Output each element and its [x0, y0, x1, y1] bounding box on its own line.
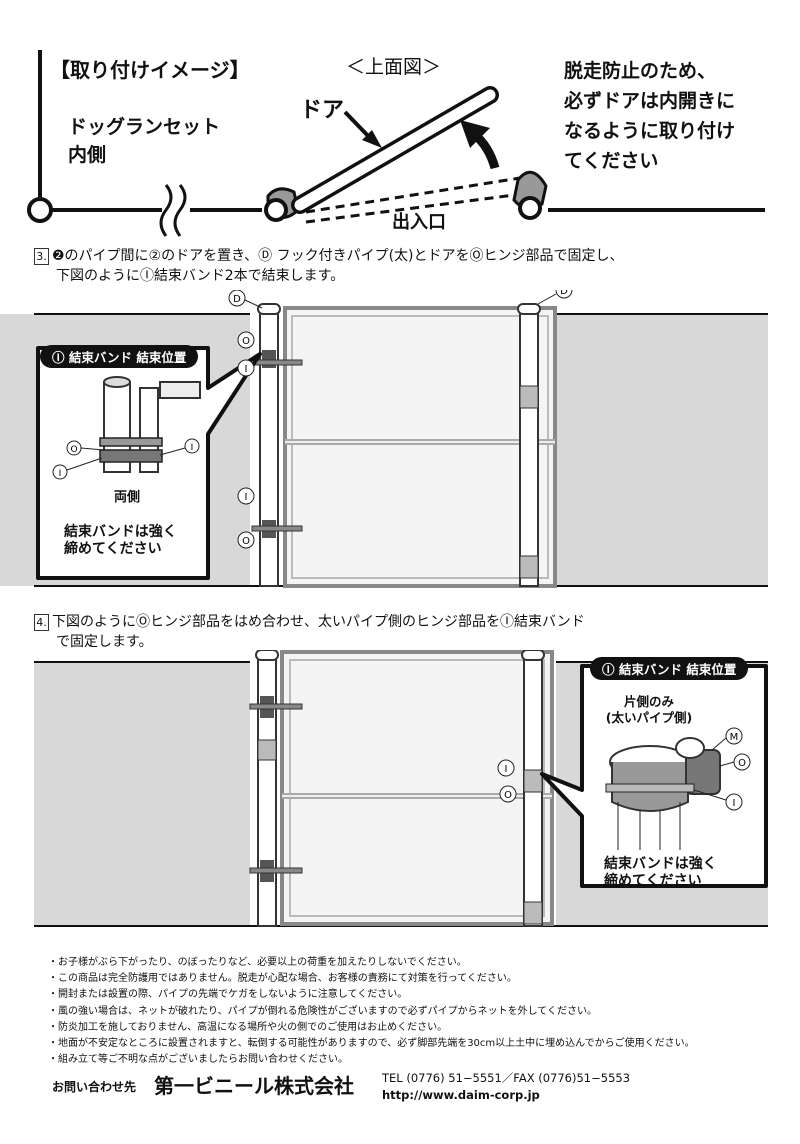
safety-notes: ・お子様がぶら下がったり、のぼったりなど、必要以上の荷重を加えたりしないでくださ… [48, 955, 788, 1068]
step4-tighten: 結束バンドは強く 締めてください [604, 856, 717, 890]
label-d-left: D [233, 294, 241, 305]
warning-line: てください [564, 150, 659, 172]
step3-instruction: 3.❷のパイプ間に②のドアを置き、Ⓓ フック付きパイプ(太)とドアをⓄヒンジ部品… [34, 246, 794, 286]
callout-label-i-left: I [59, 469, 62, 479]
company-name: 第一ビニール株式会社 [154, 1074, 354, 1098]
note-item: ・防炎加工を施しておりません、高温になる場所や火の側でのご使用はお止めください。 [48, 1021, 448, 1033]
warning-line: 必ずドアは内開きに [564, 90, 736, 112]
pipe-label-o: O [504, 790, 512, 801]
step4-instruction: 4.下図のようにⓄヒンジ部品をはめ合わせ、太いパイプ側のヒンジ部品をⒾ結束バンド… [34, 612, 794, 652]
step3-callout-title: Ⓘ 結束バンド 結束位置 [40, 345, 199, 368]
note-item: ・地面が不安定なところに設置されますと、転倒する可能性がありますので、必ず脚部先… [48, 1038, 695, 1050]
step3-tighten-line2: 締めてください [64, 541, 162, 557]
page-title: 【取り付けイメージ】 [50, 58, 250, 82]
note-item: ・お子様がぶら下がったり、のぼったりなど、必要以上の荷重を加えたりしないでくださ… [48, 957, 467, 968]
inside-label-2: 内側 [68, 144, 107, 166]
step3-line1: ❷のパイプ間に②のドアを置き、Ⓓ フック付きパイプ(太)とドアをⓄヒンジ部品で固… [52, 248, 624, 264]
callout-label-m: M [730, 732, 739, 743]
door-label: ドア [300, 98, 345, 123]
note-item: ・この商品は完全防護用ではありません。脱走が心配な場合、お客様の責務にて対策を行… [48, 973, 517, 985]
step4-line1: 下図のようにⓄヒンジ部品をはめ合わせ、太いパイプ側のヒンジ部品をⒾ結束バンド [52, 614, 585, 630]
step3-line2: 下図のようにⒾ結束バンド2本で結束します。 [56, 268, 345, 284]
pipe-label-i: I [505, 764, 508, 775]
warning-line: 脱走防止のため、 [564, 60, 717, 82]
entrance-label: 出入口 [392, 212, 446, 233]
label-d-right: D [560, 290, 568, 297]
step3-number: 3. [34, 248, 49, 265]
pipe-label-o-bottom: O [242, 536, 250, 547]
step4-line2: で固定します。 [56, 634, 153, 650]
top-view-label: ＜上面図＞ [346, 56, 442, 78]
step3-both-sides: 両側 [114, 490, 141, 505]
callout-label-o: O [738, 758, 746, 769]
step3-tighten-line1: 結束バンドは強く [64, 524, 177, 540]
step4-callout-title: Ⓘ 結束バンド 結束位置 [590, 657, 749, 680]
pipe-label-i-top: I [245, 364, 248, 375]
note-item: ・風の強い場合は、ネットが破れたり、パイプが倒れる危険性がございますので必ずパイ… [48, 1005, 597, 1017]
warning-line: なるように取り付け [564, 120, 736, 142]
callout-label-o: O [70, 445, 77, 455]
step4-gate-diagram: I O M O I [34, 650, 768, 927]
note-item: ・開封または設置の際、パイプの先端でケガをしないように注意してください。 [48, 989, 408, 1001]
step4-one-side: 片側のみ (太いパイプ側) [594, 694, 704, 726]
contact-label: お問い合わせ先 [52, 1080, 137, 1094]
pipe-label-i-bottom: I [245, 492, 248, 503]
website-link[interactable]: http://www.daim-corp.jp [382, 1088, 540, 1102]
callout-label-i: I [733, 798, 736, 809]
note-item: ・組み立て等ご不明な点がございましたらお問い合わせください。 [48, 1054, 348, 1066]
step4-one-side-line2: (太いパイプ側) [605, 710, 693, 725]
step3-tighten: 結束バンドは強く 締めてください [64, 524, 177, 558]
step4-tighten-line1: 結束バンドは強く [604, 856, 717, 872]
top-view-diagram [27, 50, 765, 237]
callout-label-i-right: I [191, 443, 194, 453]
warning-text: 脱走防止のため、 必ずドアは内開きに なるように取り付け てください [564, 56, 784, 176]
tel-fax: TEL (0776) 51−5551／FAX (0776)51−5553 [382, 1071, 631, 1085]
step4-one-side-line1: 片側のみ [623, 694, 674, 709]
pipe-label-o-top: O [242, 336, 250, 347]
inside-label-1: ドッグランセット [68, 116, 221, 138]
step4-tighten-line2: 締めてください [604, 873, 702, 889]
step4-number: 4. [34, 614, 49, 631]
